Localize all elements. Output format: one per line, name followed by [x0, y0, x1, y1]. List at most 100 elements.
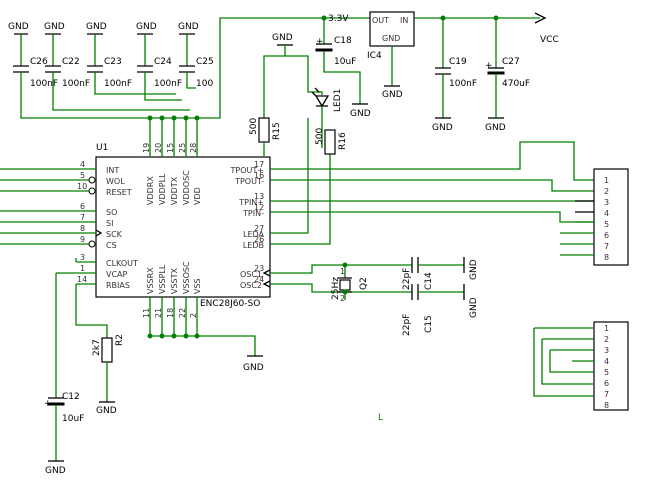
pin-num: 8	[80, 224, 85, 233]
pin-name: VCAP	[106, 270, 128, 279]
pin-name: VSSTX	[170, 267, 179, 294]
pin-name: VDDTX	[170, 176, 179, 205]
r16-body	[324, 129, 336, 155]
v33-label: 3.3V	[328, 14, 349, 24]
gnd-label: GND	[96, 406, 117, 416]
pin-name: VDD	[193, 187, 202, 205]
pin-num: 24	[254, 275, 264, 284]
c23-value: 100nF	[104, 79, 132, 89]
pin-name: OSC2	[240, 281, 262, 290]
r16-ref: R16	[338, 132, 348, 150]
pin-name: VSSOSC	[182, 261, 191, 294]
pin-name: LEDA	[243, 230, 265, 239]
c12-ref: C12	[62, 392, 80, 402]
c15-value: 22pF	[402, 314, 412, 336]
osc2-clock-marker	[262, 280, 271, 288]
ic4-in: IN	[400, 16, 408, 25]
c14-value: 22pF	[402, 268, 412, 290]
gnd-label: GND	[8, 22, 29, 32]
wol-inv-circle	[88, 176, 96, 184]
crystal-section: 1 2 25Hz Q2 GND 22pF C14 GND 22pF C15	[331, 257, 479, 336]
pin-num: 9	[80, 235, 85, 244]
pin-name: INT	[106, 166, 119, 175]
pin-name: SCK	[106, 230, 123, 239]
osc1-clock-marker	[262, 269, 271, 277]
pin-name: RBIAS	[106, 281, 130, 290]
vcc-label: VCC	[540, 35, 559, 45]
gnd-label: GND	[243, 363, 264, 373]
pin-num: 23	[254, 264, 264, 273]
conn1-pin: 3	[604, 198, 609, 207]
conn2-pin: 5	[604, 368, 609, 377]
u1-part: ENC28J60-SO	[200, 299, 260, 309]
pin-num: 5	[80, 171, 85, 180]
pin-num: 11	[142, 308, 151, 318]
pin-num: 28	[189, 143, 198, 153]
pin-name: TPIN-	[242, 209, 264, 218]
u1-ref: U1	[96, 143, 108, 153]
gnd-label: GND	[136, 22, 157, 32]
pin-name: LEDB	[243, 241, 264, 250]
u1-body	[95, 156, 271, 298]
pin-num: 14	[77, 275, 87, 284]
gnd-label: GND	[350, 109, 371, 119]
c27-ref: C27	[502, 57, 520, 67]
conn1-pin: 8	[604, 253, 609, 262]
q2-pin1: 1	[340, 267, 345, 276]
conn2-pin: 6	[604, 379, 609, 388]
connector-2: 1 2 3 4 5 6 7 8	[533, 321, 629, 411]
pin-name: TPIN+	[238, 198, 264, 207]
ic4-out: OUT	[372, 16, 389, 25]
connector-1: 1 2 3 4 5 6 7 8	[560, 168, 629, 266]
conn1-pin: 1	[604, 176, 609, 185]
gnd-label: GND	[469, 259, 479, 280]
pin-num: 2	[189, 313, 198, 318]
connector2-body	[593, 321, 629, 411]
pin-num: 18	[166, 308, 175, 318]
connector1-body	[593, 168, 629, 266]
led-section: GND LED1 500 R15 500 R16	[249, 33, 348, 156]
c24-value: 100nF	[154, 79, 182, 89]
r15-ref: R15	[272, 122, 282, 140]
gnd-label: GND	[485, 123, 506, 133]
pin-num: 3	[80, 253, 85, 262]
conn1-pin: 2	[604, 187, 609, 196]
conn2-pin: 3	[604, 346, 609, 355]
c27-value: 470uF	[502, 79, 530, 89]
cs-inv-circle	[88, 240, 96, 248]
pin-name: SO	[106, 208, 117, 217]
c26-value: 100nF	[30, 79, 58, 89]
pin-num: 12	[254, 203, 264, 212]
ic4-ref: IC4	[367, 51, 382, 61]
pin-num: 20	[154, 143, 163, 153]
pin-num: 19	[142, 143, 151, 153]
pin-num: 27	[254, 224, 264, 233]
q2-value: 25Hz	[331, 277, 341, 300]
c18-ref: C18	[334, 36, 352, 46]
gnd-label: GND	[44, 22, 65, 32]
l-label: L	[378, 413, 383, 423]
c25-ref: C25	[196, 57, 214, 67]
pin-num: 15	[166, 143, 175, 153]
pin-num: 13	[254, 192, 264, 201]
ic4-gnd: GND	[382, 34, 400, 43]
conn1-pin: 4	[604, 209, 609, 218]
pin-name: VDDRX	[146, 176, 155, 205]
pin-name: CS	[106, 241, 117, 250]
pin-num: 16	[254, 171, 264, 180]
c19-value: 100nF	[449, 79, 477, 89]
vcc-arrow	[534, 12, 547, 24]
pin-num: 25	[178, 143, 187, 153]
pin-name: VSSRX	[146, 267, 155, 294]
conn2-pin: 2	[604, 335, 609, 344]
gnd-label: GND	[178, 22, 199, 32]
gnd-label: GND	[382, 90, 403, 100]
c26-ref: C26	[30, 57, 48, 67]
regulator-ic4: 3.3V OUT IN GND IC4 GND VCC + C18 10uF G…	[315, 11, 559, 133]
bias-section: GND 2k7 R2 + C12 10uF GND	[44, 334, 125, 476]
pin-name: TPOUT-	[234, 177, 264, 186]
led1-ref: LED1	[333, 89, 343, 112]
gnd-label: GND	[469, 297, 479, 318]
r2-body	[101, 337, 113, 363]
